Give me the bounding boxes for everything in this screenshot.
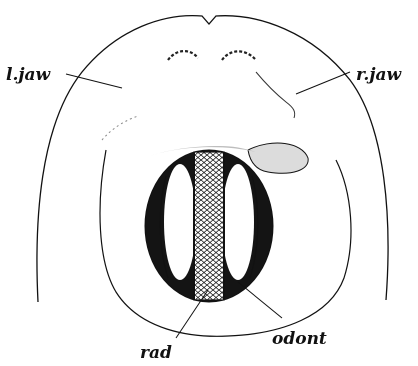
left-jaw-leader bbox=[66, 74, 122, 88]
odontophore-left-highlight bbox=[164, 164, 196, 280]
left-jaw-label: l.jaw bbox=[6, 65, 52, 85]
odontophore-leader bbox=[238, 282, 282, 318]
left-jaw-mark bbox=[168, 51, 198, 60]
right-jaw-mark bbox=[222, 51, 256, 60]
odontophore-right-highlight bbox=[222, 164, 254, 280]
right-jaw-crease bbox=[256, 72, 295, 118]
right-jaw-leader bbox=[296, 72, 350, 94]
odontophore-label: odont bbox=[272, 329, 327, 349]
right-jaw-label: r.jaw bbox=[356, 65, 402, 85]
radula-label: rad bbox=[140, 343, 172, 363]
radula-ribbon bbox=[194, 152, 224, 300]
left-shading-stroke bbox=[102, 116, 138, 140]
right-lip-fold bbox=[248, 143, 308, 173]
